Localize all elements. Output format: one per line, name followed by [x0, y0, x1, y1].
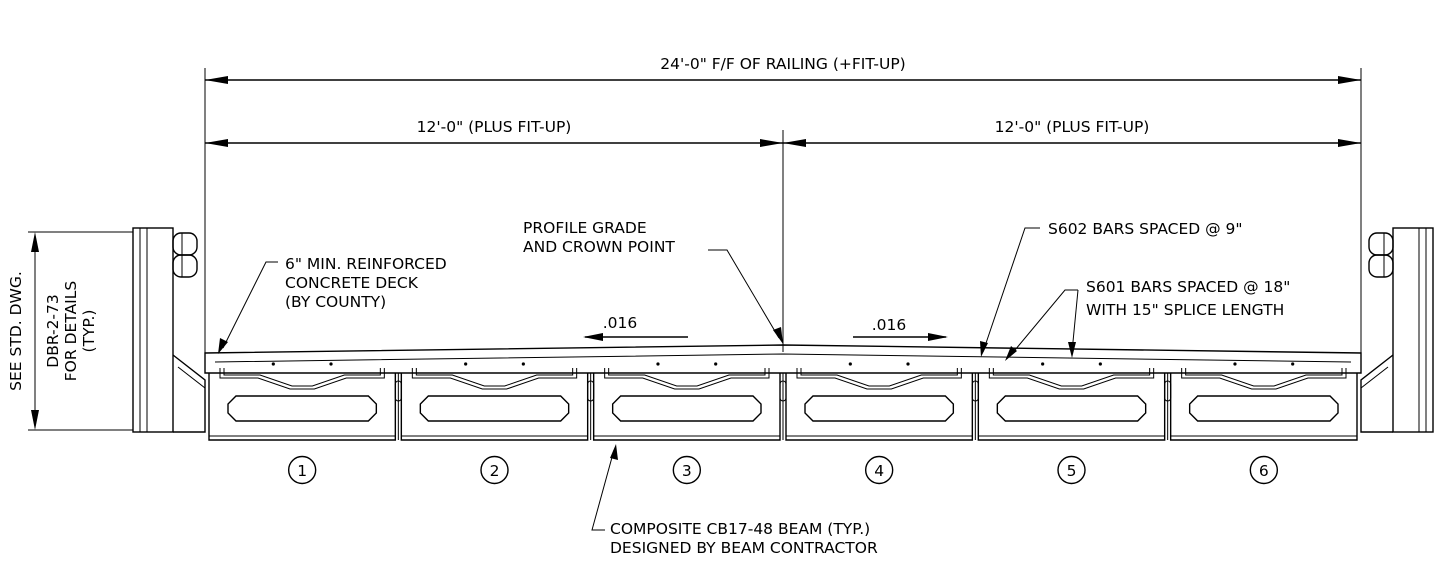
beam — [1164, 362, 1358, 441]
s602-label: S602 BARS SPACED @ 9" — [1048, 220, 1243, 238]
right-half-dimension: 12'-0" (PLUS FIT-UP) — [782, 118, 1361, 352]
deck-callout-line-1: 6" MIN. REINFORCED — [285, 255, 447, 273]
beam-number-marker: 5 — [1057, 455, 1086, 485]
beam-number-marker: 3 — [672, 455, 702, 485]
beam-callout: COMPOSITE CB17-48 BEAM (TYP.) DESIGNED B… — [591, 444, 878, 557]
s601-line-2: WITH 15" SPLICE LENGTH — [1086, 301, 1284, 319]
profile-grade-line-2: AND CROWN POINT — [523, 238, 675, 256]
side-note-line-4: (TYP.) — [80, 310, 98, 353]
left-half-dimension-label: 12'-0" (PLUS FIT-UP) — [417, 118, 572, 136]
beam-number-label: 3 — [682, 462, 692, 480]
deck-callout-line-2: CONCRETE DECK — [285, 274, 419, 292]
beam-number-marker: 4 — [864, 455, 894, 485]
beam-callout-line-1: COMPOSITE CB17-48 BEAM (TYP.) — [610, 520, 870, 538]
s601-line-1: S601 BARS SPACED @ 18" — [1086, 278, 1290, 296]
left-railing — [132, 227, 206, 433]
beams-group — [208, 362, 1358, 441]
deck-callout: 6" MIN. REINFORCED CONCRETE DECK (BY COU… — [218, 255, 447, 354]
right-slope-indicator: .016 — [853, 316, 948, 341]
beam — [587, 362, 781, 441]
left-slope-indicator: .016 — [583, 314, 688, 341]
overall-dimension-label: 24'-0" F/F OF RAILING (+FIT-UP) — [660, 55, 905, 73]
left-slope-label: .016 — [603, 314, 638, 332]
right-slope-label: .016 — [872, 316, 907, 334]
profile-grade-line-1: PROFILE GRADE — [523, 219, 647, 237]
s602-callout: S602 BARS SPACED @ 9" — [980, 220, 1243, 357]
beam-number-circle — [287, 455, 317, 485]
beam-number-marker: 6 — [1249, 455, 1279, 485]
beam-number-circle — [672, 455, 702, 485]
right-half-dimension-label: 12'-0" (PLUS FIT-UP) — [995, 118, 1150, 136]
right-railing — [1360, 227, 1434, 433]
beam — [208, 362, 397, 441]
deck-callout-line-3: (BY COUNTY) — [285, 293, 386, 311]
beam-number-circle — [480, 455, 509, 485]
beam — [394, 362, 589, 441]
beam-number-circle — [1249, 455, 1279, 485]
profile-grade-callout: PROFILE GRADE AND CROWN POINT — [523, 219, 783, 344]
side-note-line-2: DBR-2-73 — [44, 294, 62, 367]
overall-dimension: 24'-0" F/F OF RAILING (+FIT-UP) — [204, 55, 1362, 355]
beam-number-label: 6 — [1259, 462, 1269, 480]
beam-number-marker: 2 — [480, 455, 509, 485]
beam-number-label: 2 — [490, 462, 500, 480]
beam-number-label: 4 — [874, 462, 884, 480]
beam — [971, 362, 1166, 441]
side-note-line-1: SEE STD. DWG. — [7, 271, 25, 391]
side-note: SEE STD. DWG. DBR-2-73 FOR DETAILS (TYP.… — [7, 231, 133, 431]
s601-callout: S601 BARS SPACED @ 18" WITH 15" SPLICE L… — [1005, 278, 1290, 361]
left-half-dimension: 12'-0" (PLUS FIT-UP) — [205, 118, 783, 147]
beam — [779, 362, 974, 441]
beam-number-marker: 1 — [287, 455, 317, 485]
beam-number-circle — [1057, 455, 1086, 485]
beam-callout-line-2: DESIGNED BY BEAM CONTRACTOR — [610, 539, 878, 557]
beam-number-circle — [864, 455, 894, 485]
beam-numbers-group: 1 2 3 4 5 6 — [287, 455, 1279, 485]
beam-number-label: 1 — [297, 462, 307, 480]
side-note-line-3: FOR DETAILS — [62, 281, 80, 381]
beam-number-label: 5 — [1067, 462, 1077, 480]
